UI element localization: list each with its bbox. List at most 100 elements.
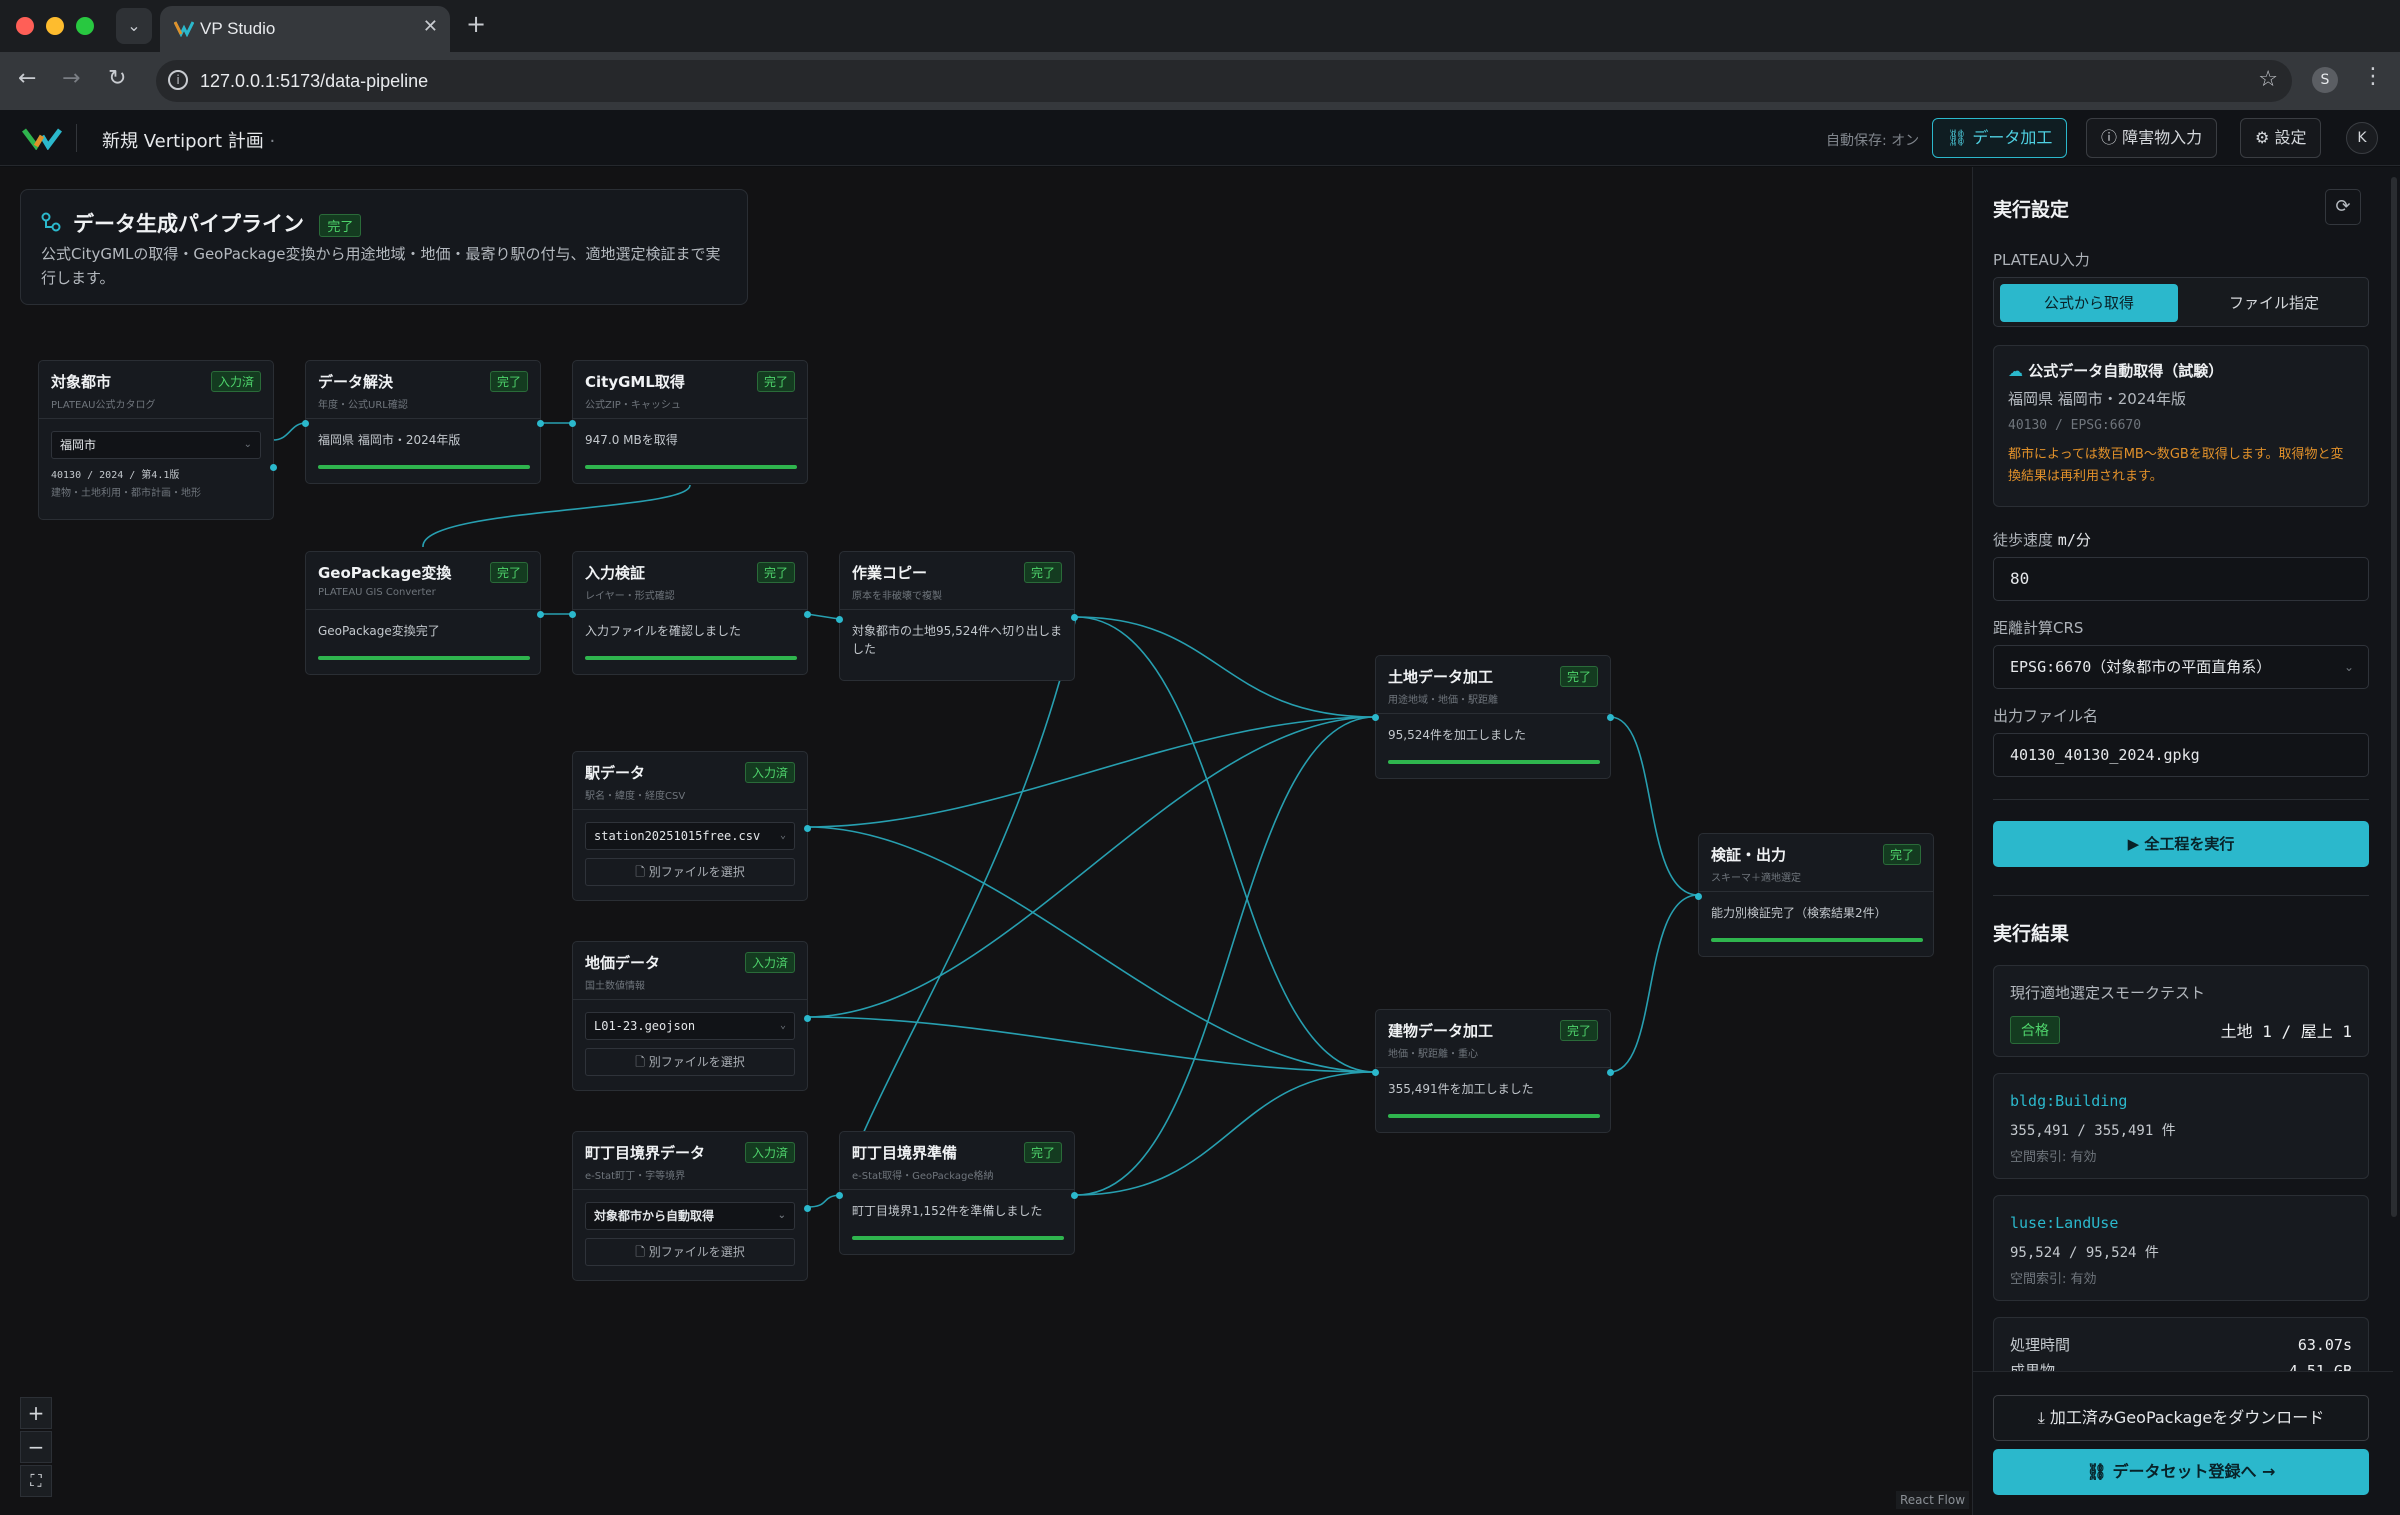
settings-button[interactable]: ⚙ 設定 (2240, 118, 2322, 158)
select-other-file-button[interactable]: 🗋 別ファイルを選択 (585, 1048, 795, 1076)
register-dataset-button[interactable]: ⛓ データセット登録へ → (1993, 1449, 2369, 1495)
node-citygml-fetch[interactable]: CityGML取得公式ZIP・キャッシュ完了 947.0 MBを取得 (569, 360, 808, 484)
settings-title: 実行設定 (1993, 199, 2070, 221)
browser-menu-icon[interactable]: ⋮ (2362, 64, 2384, 89)
refresh-icon: ⟳ (2335, 196, 2351, 217)
node-subtitle: 用途地域・地価・駅距離 (1388, 695, 1498, 706)
target-handle[interactable] (1695, 893, 1702, 900)
header-divider (76, 124, 77, 152)
walk-speed-input[interactable]: 80 (1993, 557, 2369, 601)
target-handle[interactable] (1372, 714, 1379, 721)
forward-icon[interactable]: → (62, 66, 81, 91)
minimize-window-button[interactable] (46, 17, 64, 35)
layer-index: 空間索引: 有効 (2010, 1150, 2097, 1165)
select-other-file-button[interactable]: 🗋 別ファイルを選択 (585, 858, 795, 886)
node-working-copy[interactable]: 作業コピー原本を非破壊で複製完了 対象都市の土地95,524件へ切り出しました (836, 551, 1078, 681)
edge-land-output (1609, 716, 1699, 896)
chevron-down-icon: ⌄ (779, 1020, 786, 1031)
run-all-button[interactable]: ▶ 全工程を実行 (1993, 821, 2369, 867)
target-handle[interactable] (569, 420, 576, 427)
node-subtitle: 年度・公式URL確認 (318, 400, 408, 411)
close-window-button[interactable] (16, 17, 34, 35)
source-handle[interactable] (1607, 1069, 1614, 1076)
url-text[interactable]: 127.0.0.1:5173/data-pipeline (200, 71, 429, 91)
source-handle[interactable] (270, 464, 277, 471)
node-title: 町丁目境界データ (585, 1144, 706, 1162)
browser-tab[interactable]: VP Studio ✕ (160, 6, 450, 52)
source-handle[interactable] (804, 1015, 811, 1022)
zoom-controls: + − ⛶ (20, 1397, 52, 1499)
bookmark-star-icon[interactable]: ☆ (2258, 67, 2278, 92)
flow-canvas[interactable]: データ生成パイプライン 完了 公式CityGMLの取得・GeoPackage変換… (0, 167, 1972, 1515)
react-flow-attribution[interactable]: React Flow (1896, 1491, 1970, 1509)
app-logo-icon[interactable] (22, 126, 62, 150)
node-subtitle: PLATEAU公式カタログ (51, 400, 156, 411)
target-handle[interactable] (569, 611, 576, 618)
official-fetch-option[interactable]: 公式から取得 (2000, 284, 2178, 322)
city-select[interactable]: 福岡市⌄ (51, 431, 261, 459)
new-tab-button[interactable]: + (466, 10, 487, 38)
file-specify-option[interactable]: ファイル指定 (2228, 294, 2319, 312)
chevron-down-icon: ⌄ (777, 1210, 786, 1221)
select-other-file-button[interactable]: 🗋 別ファイルを選択 (585, 1238, 795, 1266)
walk-speed-label: 徒歩速度 m/分 (1993, 531, 2091, 549)
node-validate-output[interactable]: 検証・出力スキーマ＋適地選定完了 能力別検証完了（検索結果2件） (1695, 833, 1934, 957)
site-info-icon[interactable]: i (168, 70, 188, 90)
node-building-processing[interactable]: 建物データ加工地価・駅距離・重心完了 355,491件を加工しました (1372, 1009, 1614, 1133)
fit-view-button[interactable]: ⛶ (20, 1465, 52, 1497)
status-badge: 完了 (756, 371, 795, 392)
target-handle[interactable] (836, 1192, 843, 1199)
node-title: データ解決 (318, 373, 394, 391)
node-data-resolve[interactable]: データ解決年度・公式URL確認完了 福岡県 福岡市・2024年版 (302, 360, 544, 484)
progress-bar (585, 465, 797, 469)
edge-station-building (806, 826, 1376, 1073)
crs-select[interactable]: EPSG:6670（対象都市の平面直角系）⌄ (1993, 645, 2369, 689)
refresh-button[interactable]: ⟳ (2325, 189, 2361, 225)
target-handle[interactable] (836, 616, 843, 623)
source-handle[interactable] (804, 825, 811, 832)
status-badge: 入力済 (744, 1142, 795, 1163)
source-handle[interactable] (804, 611, 811, 618)
zoom-out-button[interactable]: − (20, 1431, 52, 1463)
boundary-source-select[interactable]: 対象都市から自動取得⌄ (585, 1202, 795, 1230)
tab-close-icon[interactable]: ✕ (422, 16, 438, 37)
land-price-file-select[interactable]: L01-23.geojson⌄ (585, 1012, 795, 1040)
node-land-price-data[interactable]: 地価データ国土数値情報入力済 L01-23.geojson⌄ 🗋 別ファイルを選… (572, 941, 811, 1091)
source-handle[interactable] (537, 420, 544, 427)
target-handle[interactable] (1372, 1069, 1379, 1076)
tab-search-button[interactable]: ⌄ (116, 8, 152, 44)
node-input-validation[interactable]: 入力検証レイヤー・形式確認完了 入力ファイルを確認しました (569, 551, 811, 675)
back-icon[interactable]: ← (18, 66, 37, 91)
plateau-input-label: PLATEAU入力 (1993, 251, 2090, 269)
status-badge: 入力済 (210, 371, 261, 392)
source-handle[interactable] (1071, 1192, 1078, 1199)
user-avatar[interactable]: K (2346, 122, 2378, 154)
target-handle[interactable] (302, 420, 309, 427)
edge-landprice-building (806, 1016, 1376, 1073)
maximize-window-button[interactable] (76, 17, 94, 35)
obstacle-input-button[interactable]: ⓘ 障害物入力 (2086, 118, 2218, 158)
crs-label: 距離計算CRS (1993, 619, 2084, 637)
profile-avatar[interactable]: S (2312, 67, 2338, 93)
output-filename-input[interactable]: 40130_40130_2024.gpkg (1993, 733, 2369, 777)
source-handle[interactable] (804, 1205, 811, 1212)
source-handle[interactable] (1607, 714, 1614, 721)
node-land-processing[interactable]: 土地データ加工用途地域・地価・駅距離完了 95,524件を加工しました (1372, 655, 1614, 779)
zoom-in-button[interactable]: + (20, 1397, 52, 1429)
station-file-select[interactable]: station20251015free.csv⌄ (585, 822, 795, 850)
address-bar[interactable]: i 127.0.0.1:5173/data-pipeline ☆ (156, 60, 2292, 102)
project-name[interactable]: 新規 Vertiport 計画 · (102, 131, 276, 152)
download-gpkg-button[interactable]: ⤓ 加工済みGeoPackageをダウンロード (1993, 1395, 2369, 1441)
source-handle[interactable] (1071, 614, 1078, 621)
edge-prep-building (1075, 1071, 1376, 1196)
node-body: 能力別検証完了（検索結果2件） (1711, 906, 1887, 920)
panel-scrollbar[interactable] (2391, 177, 2397, 1217)
data-processing-button[interactable]: ⛓ データ加工 (1932, 118, 2068, 158)
source-handle[interactable] (537, 611, 544, 618)
reload-icon[interactable]: ↻ (108, 66, 127, 91)
